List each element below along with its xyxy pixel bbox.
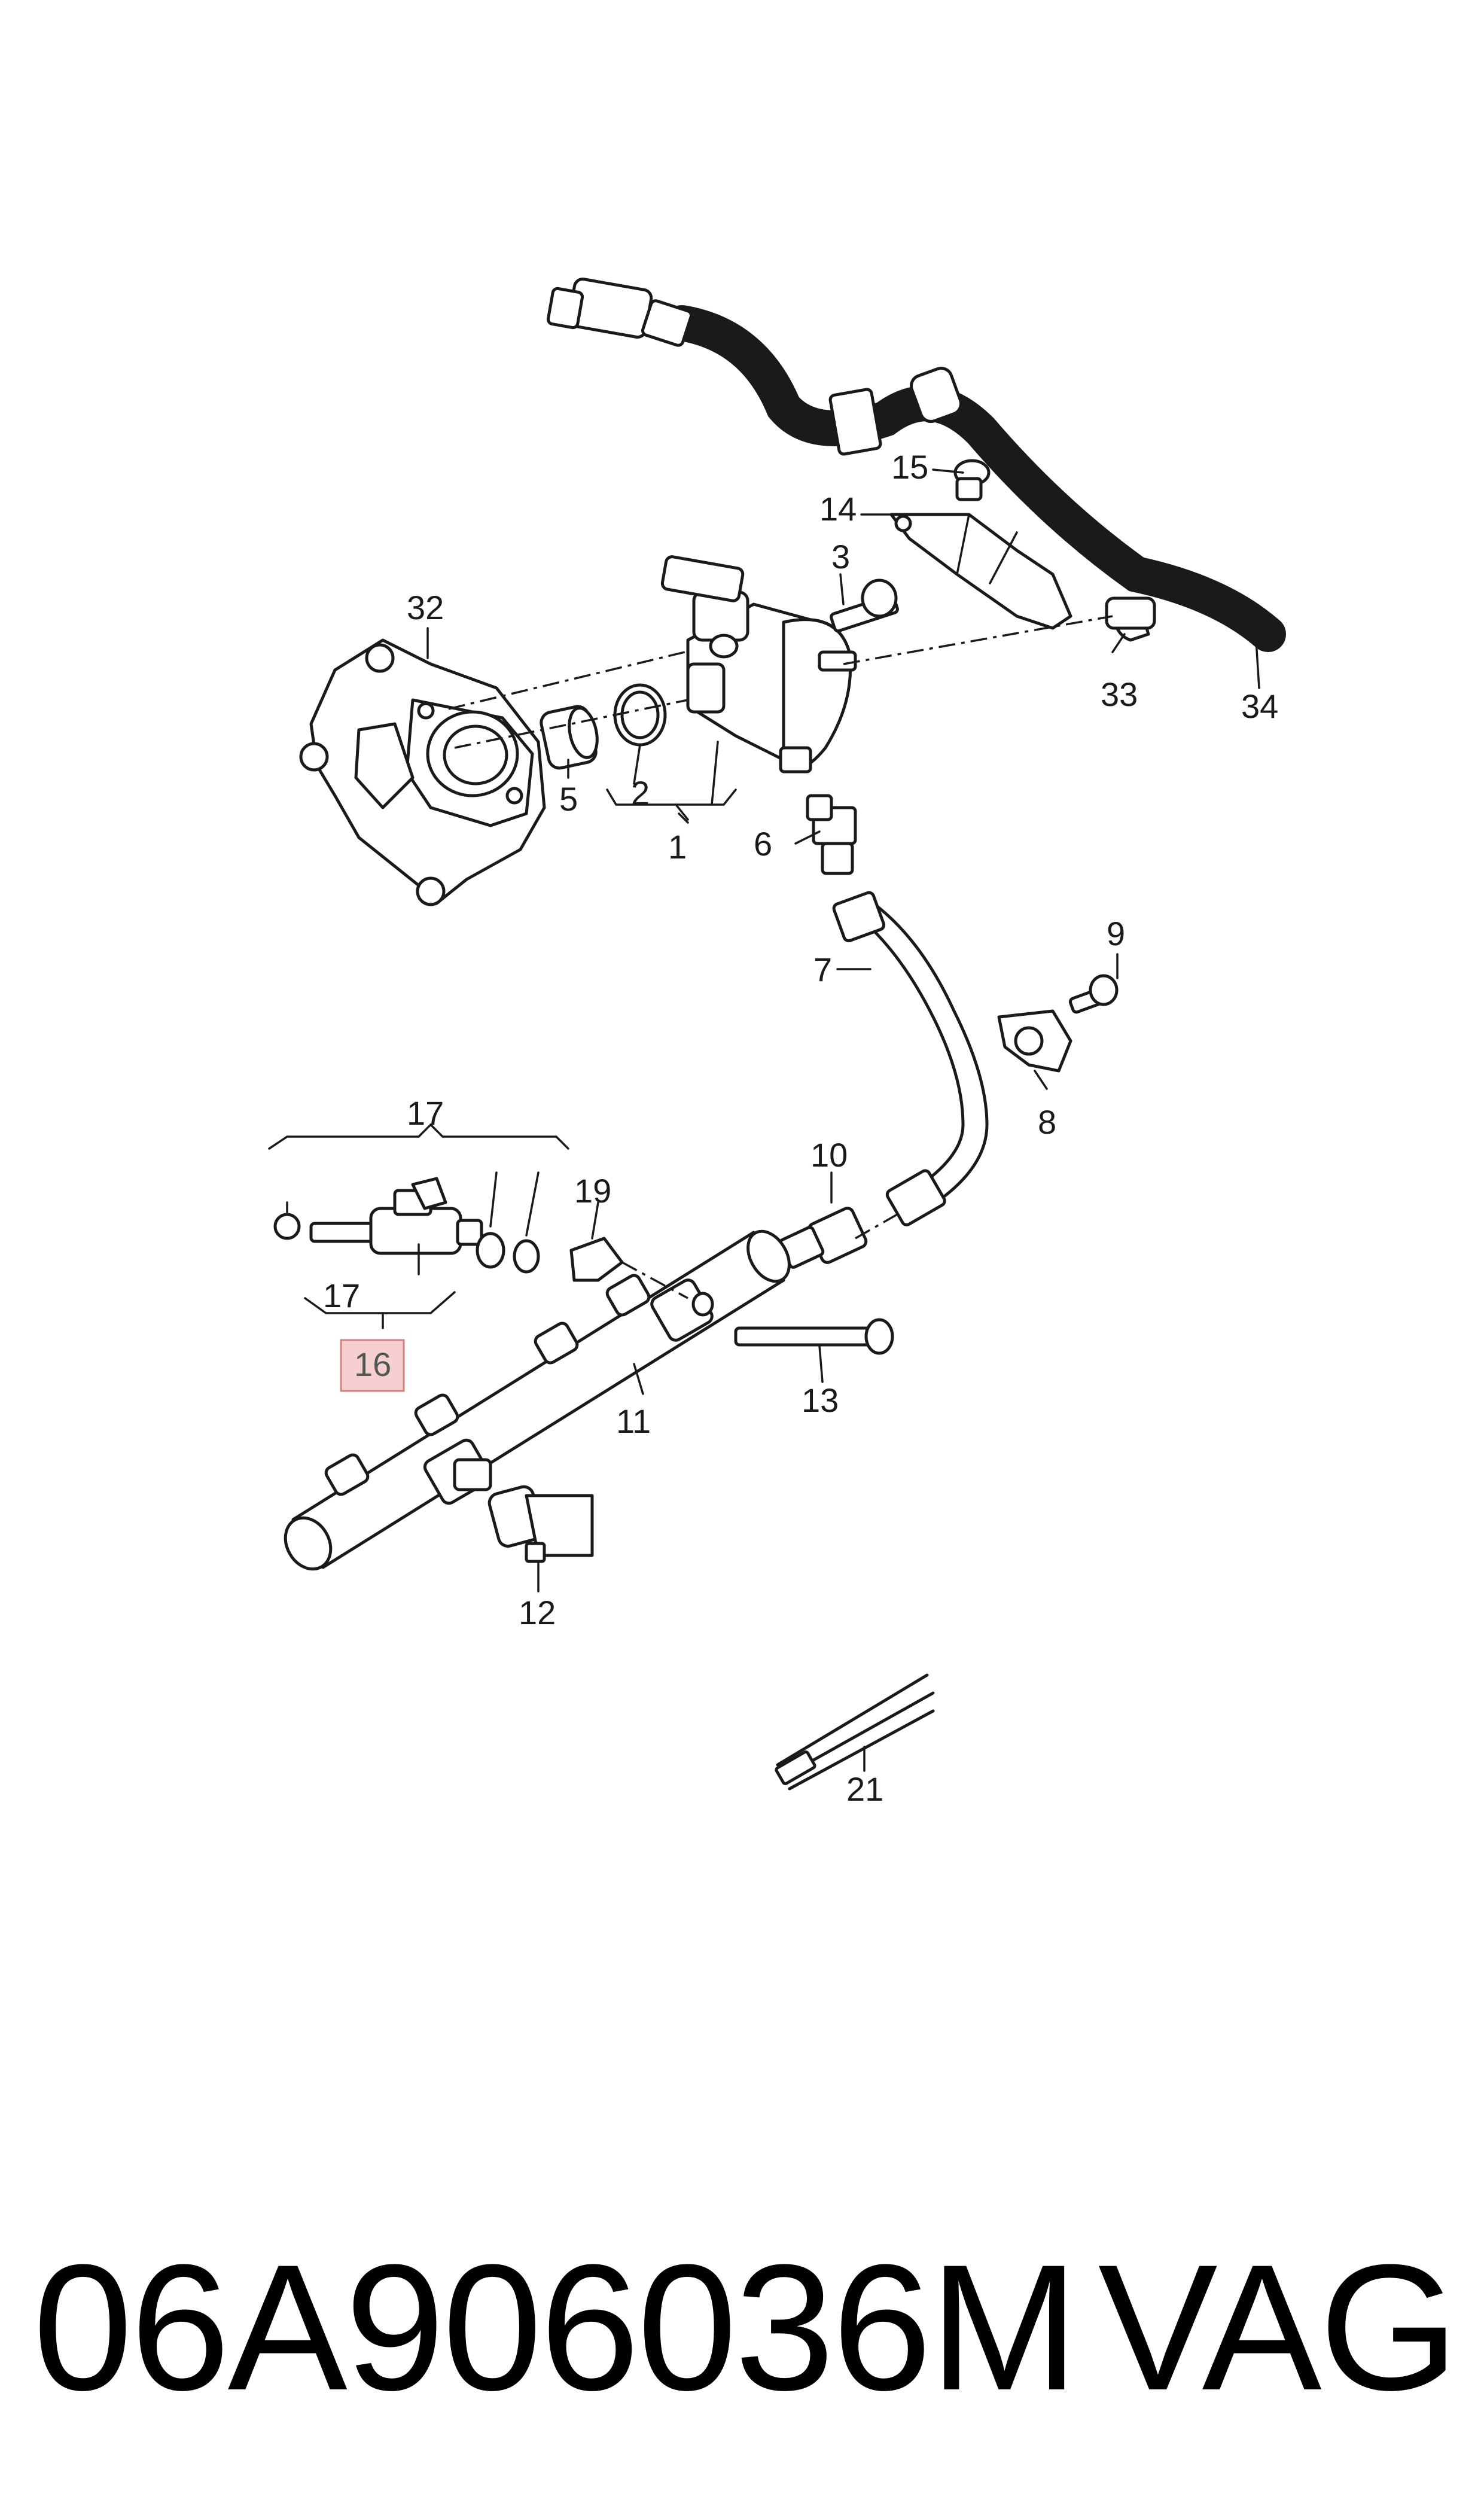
- part-number: 06A906036M: [33, 2227, 1079, 2428]
- bolt: [734, 1318, 894, 1355]
- highlight-box: [340, 1339, 405, 1392]
- callout-label: 8: [1038, 1103, 1056, 1141]
- bolt: [953, 459, 991, 501]
- pipe-bracket: [997, 1009, 1072, 1073]
- union-fitting: [806, 794, 857, 875]
- parts-diagram: 15 14 3 32 5 2 1 6 7 33 34 9 8 10 17 19 …: [268, 278, 1286, 1808]
- bushing: [540, 705, 599, 770]
- callout-label: 6: [754, 825, 772, 863]
- injector-clip: [569, 1237, 624, 1282]
- injector: [273, 1177, 540, 1274]
- caption: 06A906036M VAG: [33, 2227, 1459, 2428]
- callout-label: 11: [616, 1402, 651, 1440]
- callout-label: 13: [802, 1381, 839, 1419]
- o-ring: [613, 683, 667, 747]
- union-fitting: [778, 1207, 868, 1269]
- pressure-sensor: [487, 1485, 594, 1563]
- alignment-lines: [448, 615, 1113, 1299]
- callout-label: 12: [519, 1594, 556, 1631]
- callout-label-highlighted: 16: [354, 1345, 391, 1383]
- callout-label: 34: [1241, 687, 1278, 725]
- hose-clip: [1105, 596, 1156, 642]
- fuel-rail: [284, 1229, 791, 1571]
- brand: VAG: [1098, 2227, 1459, 2428]
- callout-label: 19: [574, 1172, 611, 1210]
- callout-label: 2: [631, 774, 650, 812]
- vacuum-pump: [299, 638, 546, 906]
- leader-lines: [268, 468, 1260, 1772]
- cable-tie: [775, 1673, 935, 1791]
- callout-label: 21: [846, 1770, 883, 1808]
- callout-label: 7: [813, 951, 832, 988]
- high-pressure-pump: [660, 555, 857, 774]
- callout-label: 10: [810, 1136, 848, 1174]
- callout-label: 33: [1101, 675, 1138, 713]
- callout-label: 32: [407, 589, 444, 626]
- bracket: [889, 513, 1072, 630]
- callout-label: 15: [891, 448, 928, 486]
- callout-label: 5: [559, 780, 578, 818]
- fuel-pipe: [832, 891, 989, 1226]
- callout-label: 1: [668, 828, 687, 866]
- callout-label: 17: [323, 1277, 360, 1314]
- callout-label: 3: [831, 538, 850, 576]
- callout-label: 9: [1107, 915, 1125, 952]
- bolt: [1068, 974, 1119, 1014]
- callout-label: 17: [407, 1094, 444, 1132]
- bolt: [830, 578, 899, 633]
- fuel-hose: [546, 278, 1286, 652]
- callout-label: 14: [819, 490, 857, 528]
